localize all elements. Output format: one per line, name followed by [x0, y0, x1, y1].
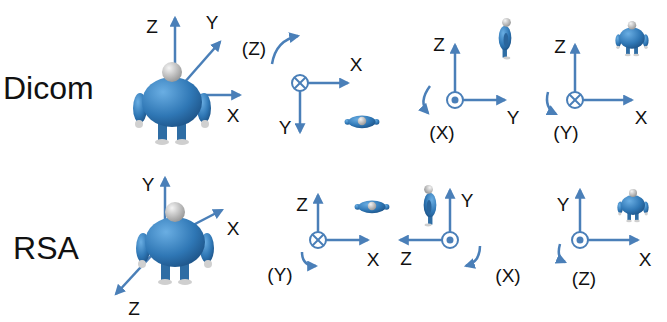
axis-label: Z [433, 35, 445, 54]
axis-label: Y [557, 195, 570, 214]
z-axis [454, 45, 457, 92]
side-view-figure [424, 185, 437, 227]
rotation-label: (Z) [572, 269, 596, 288]
into-page-symbol [567, 92, 583, 108]
rotation-arrow [547, 92, 556, 114]
axis-label: Y [461, 191, 474, 210]
axis-label: Z [296, 195, 308, 214]
axis-arrows [116, 18, 638, 294]
front-figure [615, 21, 648, 56]
axis-label: Z [146, 17, 158, 36]
x-axis [326, 239, 368, 242]
rotation-arrow [423, 86, 430, 113]
rotation-label: (Z) [242, 39, 266, 58]
front-figure [133, 62, 211, 145]
out-of-page-symbol [447, 92, 463, 108]
out-of-page-symbol [442, 232, 458, 248]
z-axis [574, 45, 577, 92]
axis-label: Y [142, 175, 155, 194]
row-title: Dicom [3, 72, 94, 104]
rotation-label: (Y) [553, 123, 578, 142]
top-view-figure [355, 200, 390, 213]
rotation-arrow [272, 36, 298, 64]
axis-label: X [635, 108, 648, 127]
x-axis [588, 239, 638, 242]
y-axis [299, 91, 302, 132]
z-axis [400, 239, 442, 242]
rotation-arrow [466, 246, 480, 266]
x-axis [308, 82, 348, 85]
rotation-arrow [302, 252, 316, 266]
y-axis [449, 190, 452, 232]
axis-label: Z [400, 249, 412, 268]
axis-label: X [227, 106, 240, 125]
rotation-arrow [559, 244, 565, 262]
out-of-page-symbol [572, 232, 588, 248]
axis-label: Y [507, 108, 520, 127]
axis-label: X [227, 219, 240, 238]
top-view-figure [345, 115, 380, 128]
human-figures [133, 18, 649, 285]
y-axis [579, 190, 582, 232]
axis-label: X [367, 250, 380, 269]
rotation-label: (X) [429, 123, 454, 142]
front-figure [617, 189, 648, 222]
axis-label: X [350, 55, 363, 74]
side-view-figure [499, 18, 512, 60]
rotation-label: (Y) [267, 265, 292, 284]
axis-label: Z [554, 37, 566, 56]
axis-label: X [639, 250, 652, 269]
front-figure [136, 202, 214, 285]
into-page-symbol [292, 75, 308, 91]
axis-label: Z [128, 299, 140, 318]
axis-origin-symbols [292, 75, 588, 248]
axis-label: Y [279, 118, 292, 137]
into-page-symbol [310, 232, 326, 248]
z-axis [317, 195, 320, 232]
axis-label: Y [206, 13, 219, 32]
row-title: RSA [13, 232, 79, 264]
y-axis [463, 99, 505, 102]
rotation-label: (X) [495, 266, 520, 285]
x-axis [583, 99, 632, 102]
